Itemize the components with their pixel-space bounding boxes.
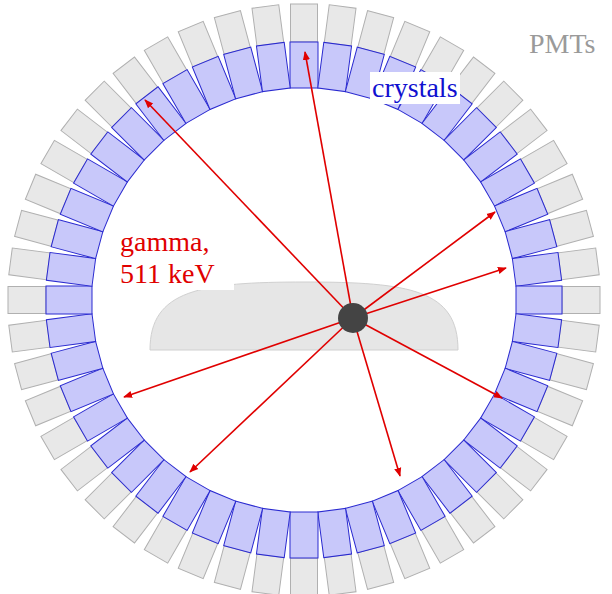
pmt — [214, 546, 250, 590]
crystal — [516, 286, 562, 314]
pmt — [9, 320, 50, 352]
detector-ring — [8, 4, 600, 594]
crystal — [290, 512, 318, 558]
crystal — [256, 42, 290, 91]
crystal — [318, 42, 352, 91]
crystal — [51, 341, 103, 380]
pmt — [15, 354, 59, 390]
pmt-label: PMTs — [527, 28, 598, 60]
pmt — [214, 11, 250, 55]
patient-bed — [150, 282, 458, 350]
gamma-label: gamma, 511 keV — [118, 226, 234, 290]
pmt — [252, 554, 284, 594]
pmt — [562, 287, 600, 314]
source-point — [338, 303, 368, 333]
pmt — [291, 4, 318, 42]
pmt — [558, 248, 599, 280]
crystal-label: crystals — [370, 72, 460, 104]
pmt — [8, 287, 46, 314]
pmt — [324, 554, 356, 594]
crystal — [46, 286, 92, 314]
crystal — [318, 508, 352, 557]
crystal — [345, 501, 384, 553]
crystal — [505, 220, 557, 259]
pmt — [324, 5, 356, 46]
pmt — [550, 210, 594, 246]
pmt — [15, 210, 59, 246]
crystal — [46, 314, 95, 348]
pmt — [550, 354, 594, 390]
crystal — [512, 252, 561, 286]
crystal — [224, 47, 263, 99]
crystal — [46, 252, 95, 286]
pmt — [358, 546, 394, 590]
pmt — [9, 248, 50, 280]
pmt — [252, 5, 284, 46]
pmt — [558, 320, 599, 352]
pmt — [358, 11, 394, 55]
pmt — [291, 558, 318, 594]
crystal — [290, 42, 318, 88]
crystal — [512, 314, 561, 348]
crystal — [256, 508, 290, 557]
